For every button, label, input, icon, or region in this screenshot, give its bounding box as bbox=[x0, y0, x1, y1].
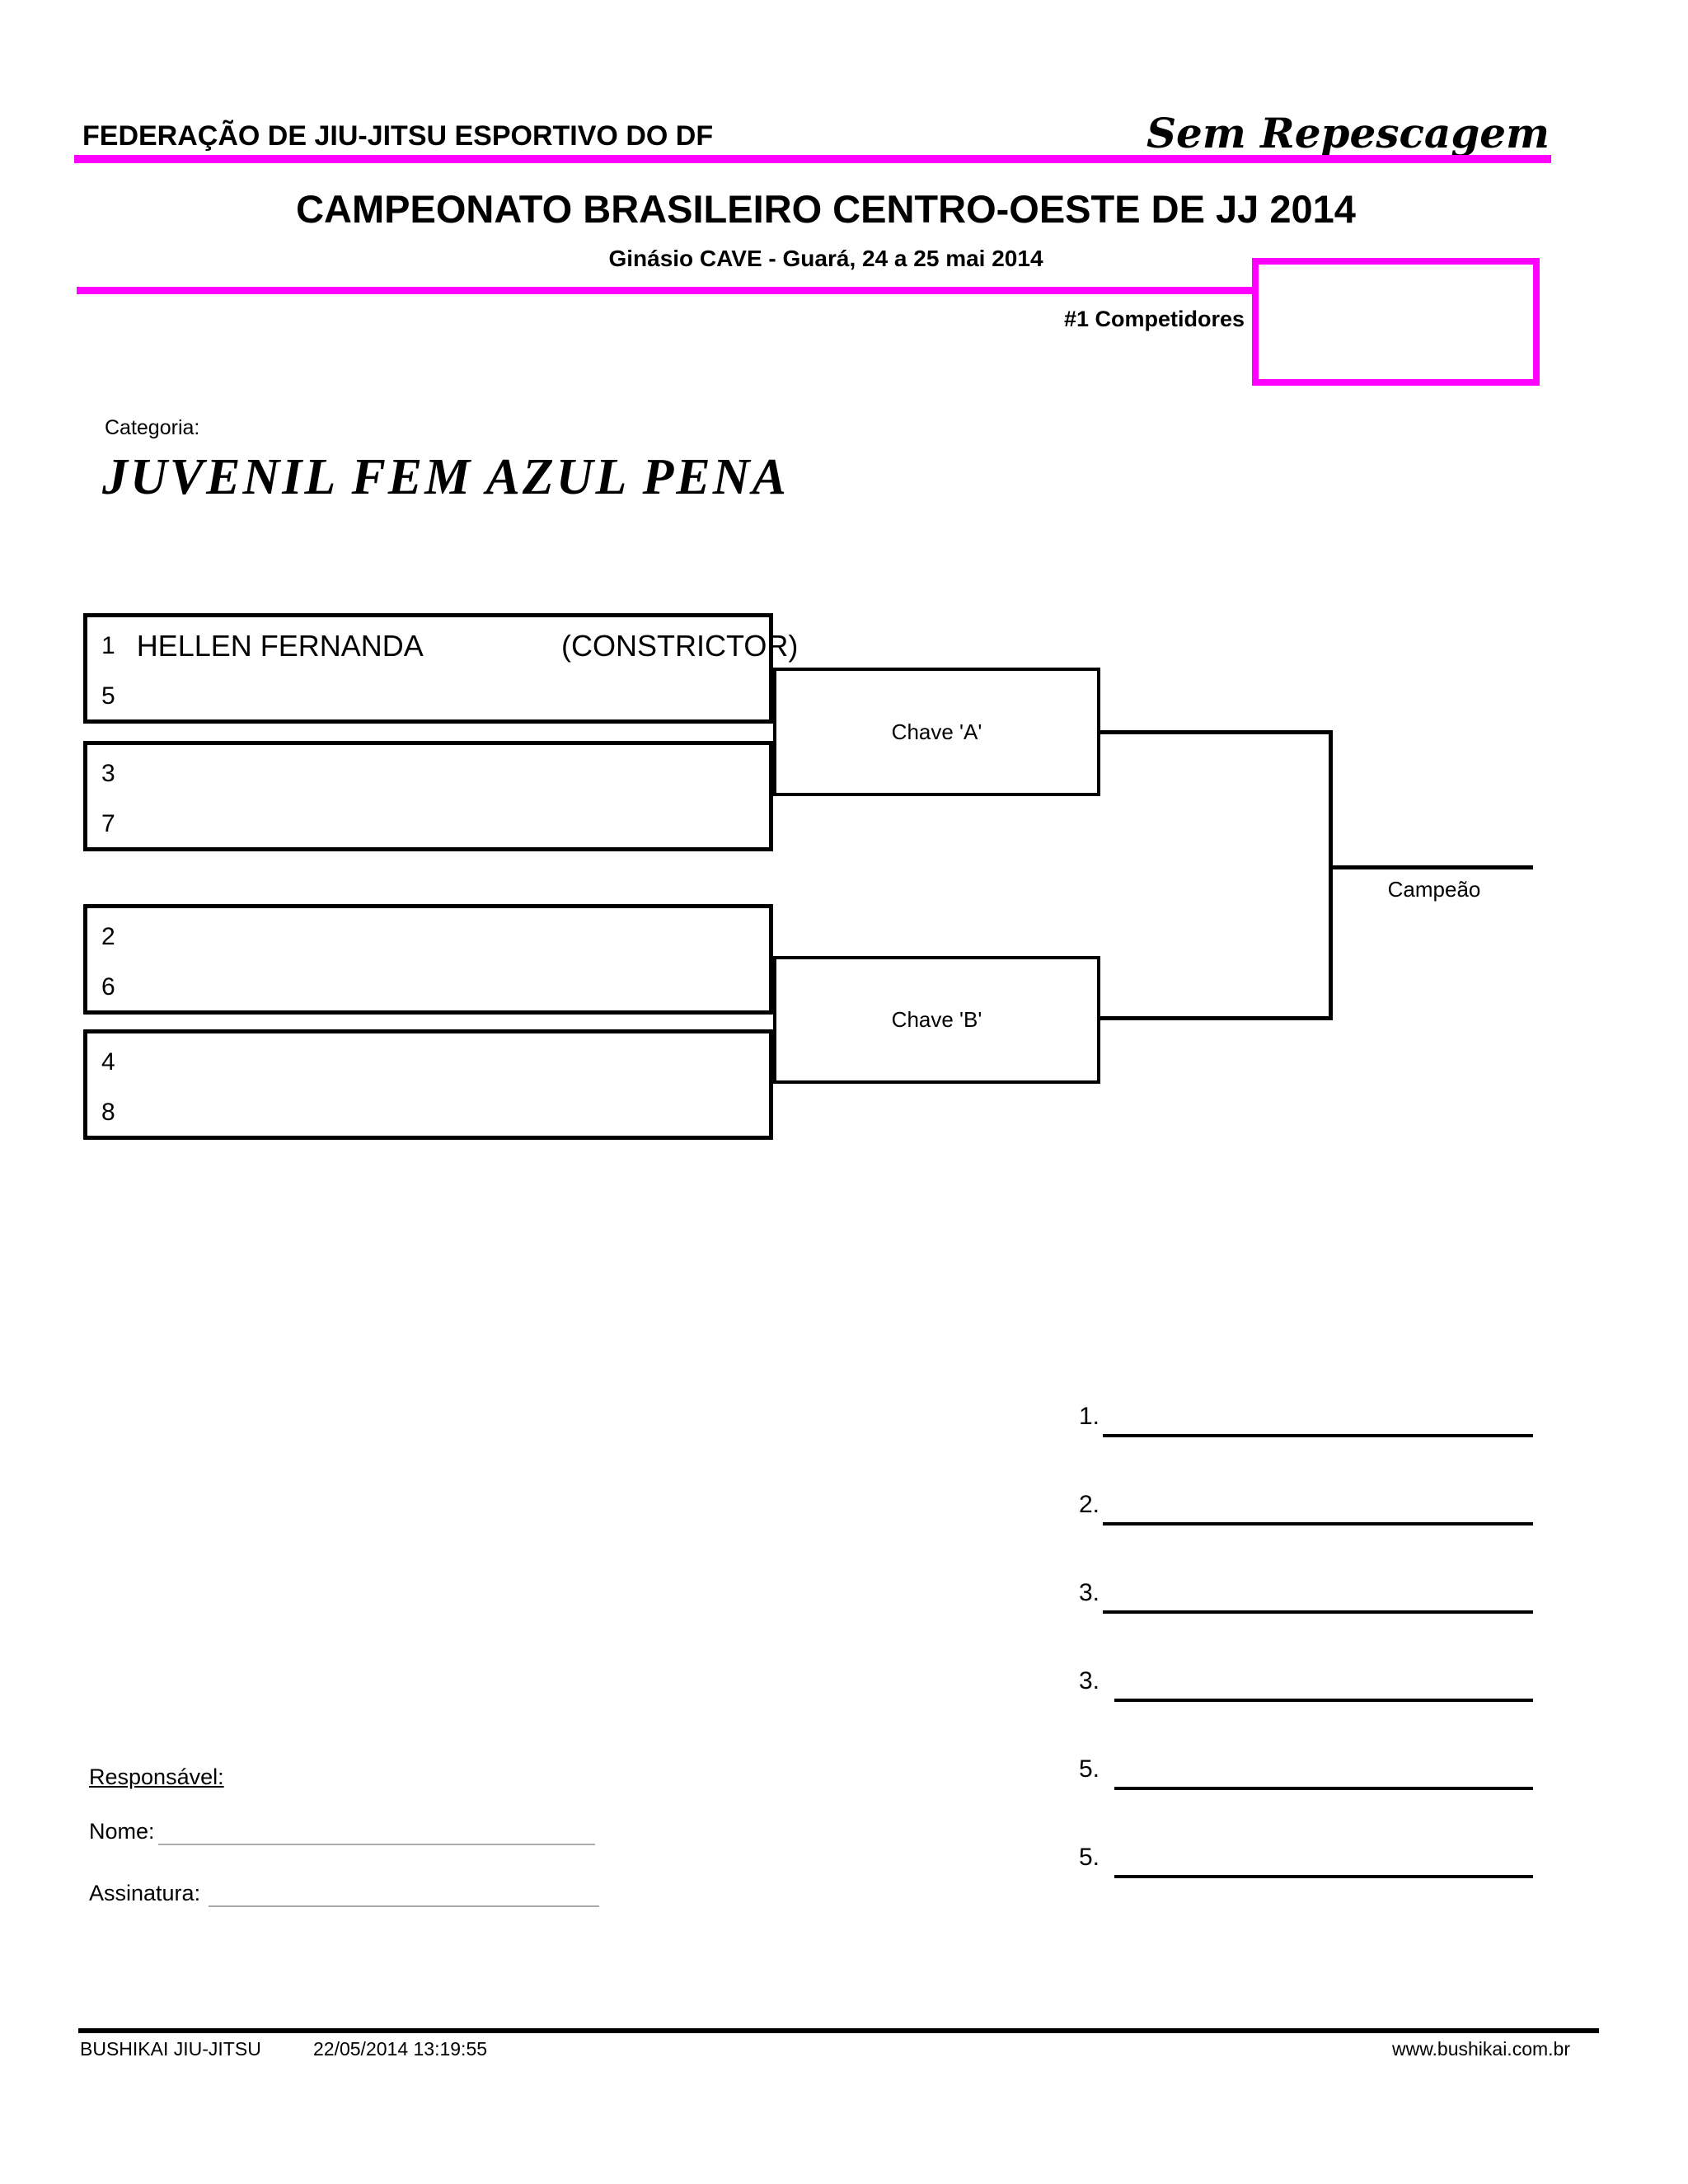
result-rank-2: 2. bbox=[1078, 1491, 1100, 1518]
accent-rule-subtitle bbox=[77, 287, 1252, 294]
seed-number: 1 bbox=[101, 632, 115, 659]
footer-rule bbox=[78, 2028, 1599, 2033]
match-box-1: 1 HELLEN FERNANDA (CONSTRICTOR) 5 bbox=[83, 613, 798, 724]
result-blank-line-5 bbox=[1114, 1787, 1533, 1790]
match4-top-slot: 4 bbox=[101, 1043, 115, 1081]
semifinal-a-box: Chave 'A' bbox=[773, 668, 1100, 796]
result-rank-3: 3. bbox=[1078, 1579, 1100, 1606]
match-box-2: 3 7 bbox=[83, 741, 773, 851]
name-blank-line bbox=[158, 1844, 595, 1845]
winner-b-line bbox=[1100, 1016, 1333, 1020]
seed-number: 3 bbox=[101, 760, 115, 787]
result-rank-5: 5. bbox=[1078, 1755, 1100, 1783]
match2-bottom-slot: 7 bbox=[101, 808, 115, 841]
result-blank-line-2 bbox=[1103, 1522, 1533, 1526]
match4-bottom-slot: 8 bbox=[101, 1096, 115, 1129]
no-repechage-note: Sem Repescagem bbox=[1146, 109, 1550, 157]
category-label: Categoria: bbox=[105, 416, 200, 439]
competitors-count-box bbox=[1252, 258, 1540, 386]
result-blank-line-1 bbox=[1103, 1434, 1533, 1437]
match3-bottom-slot: 6 bbox=[101, 971, 115, 1004]
competitors-label: #1 Competidores bbox=[1063, 307, 1245, 331]
signature-label: Assinatura: bbox=[89, 1881, 201, 1905]
event-title: CAMPEONATO BRASILEIRO CENTRO-OESTE DE JJ… bbox=[296, 187, 1356, 231]
responsible-label: Responsável: bbox=[89, 1765, 224, 1789]
competitor-team: (CONSTRICTOR) bbox=[561, 629, 799, 663]
match-box-3: 2 6 bbox=[83, 904, 773, 1015]
match1-top-slot: 1 HELLEN FERNANDA bbox=[101, 627, 424, 665]
winner-a-line bbox=[1100, 730, 1333, 734]
seed-number: 2 bbox=[101, 923, 115, 950]
champion-line bbox=[1329, 865, 1533, 869]
federation-title: FEDERAÇÃO DE JIU-JITSU ESPORTIVO DO DF bbox=[82, 120, 714, 152]
competitor-name: HELLEN FERNANDA bbox=[136, 629, 424, 663]
footer-website: www.bushikai.com.br bbox=[1391, 2038, 1570, 2060]
result-rank-4: 3. bbox=[1078, 1667, 1100, 1694]
name-label: Nome: bbox=[89, 1819, 155, 1844]
seed-number: 7 bbox=[101, 810, 115, 837]
footer-datetime: 22/05/2014 13:19:55 bbox=[313, 2038, 488, 2060]
signature-blank-line bbox=[209, 1905, 599, 1907]
seed-number: 8 bbox=[101, 1099, 115, 1126]
semifinal-b-label: Chave 'B' bbox=[891, 1007, 982, 1032]
match3-top-slot: 2 bbox=[101, 918, 115, 956]
category-name: JUVENIL FEM AZUL PENA bbox=[102, 449, 789, 505]
seed-number: 4 bbox=[101, 1048, 115, 1076]
match-box-4: 4 8 bbox=[83, 1029, 773, 1140]
final-junction-line bbox=[1329, 730, 1333, 1020]
result-blank-line-3 bbox=[1103, 1610, 1533, 1614]
result-blank-line-6 bbox=[1114, 1875, 1533, 1878]
result-rank-6: 5. bbox=[1078, 1844, 1100, 1871]
semifinal-a-label: Chave 'A' bbox=[891, 719, 982, 744]
seed-number: 5 bbox=[101, 682, 115, 710]
result-rank-1: 1. bbox=[1078, 1403, 1100, 1430]
result-blank-line-4 bbox=[1114, 1699, 1533, 1702]
semifinal-b-box: Chave 'B' bbox=[773, 956, 1100, 1084]
event-subtitle: Ginásio CAVE - Guará, 24 a 25 mai 2014 bbox=[608, 246, 1043, 271]
match1-bottom-slot: 5 bbox=[101, 680, 115, 713]
match2-top-slot: 3 bbox=[101, 755, 115, 793]
seed-number: 6 bbox=[101, 973, 115, 1001]
footer-organization: BUSHIKAI JIU-JITSU bbox=[80, 2038, 261, 2060]
champion-label: Campeão bbox=[1387, 877, 1481, 902]
accent-rule-top bbox=[74, 155, 1551, 163]
